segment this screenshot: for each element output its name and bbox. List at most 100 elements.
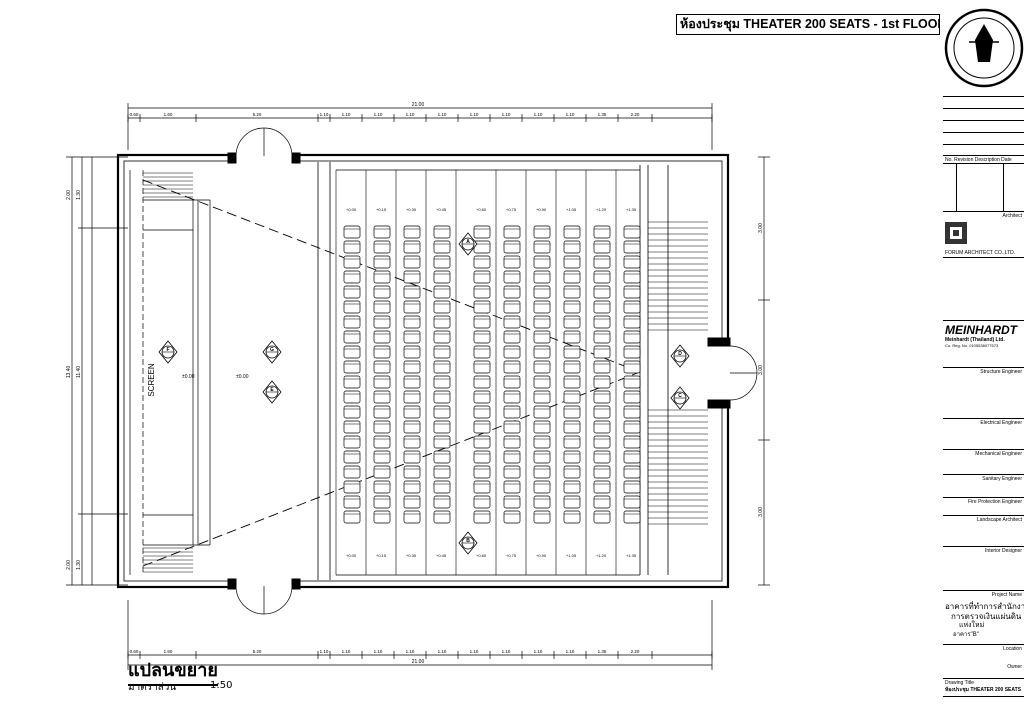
seat — [473, 420, 491, 434]
structural-firm-full: Meinhardt (Thailand) Ltd. — [945, 337, 1005, 343]
section-marker-a: A — [458, 232, 478, 256]
seat — [373, 435, 391, 449]
seat — [473, 495, 491, 509]
seat — [593, 510, 611, 524]
dim-label: 1.10 — [374, 649, 383, 654]
seat — [343, 285, 361, 299]
dim-label: 1.35 — [598, 649, 607, 654]
seat — [433, 300, 451, 314]
seat — [373, 225, 391, 239]
seat — [343, 495, 361, 509]
left-dim-mid: 11.40 — [76, 366, 82, 378]
dim-label: 2.20 — [631, 649, 640, 654]
title-block: No. Revision Description Date Architect … — [943, 0, 1024, 711]
svg-text:A: A — [466, 239, 470, 245]
seat — [403, 510, 421, 524]
architect-firm: FORUM ARCHITECT CO.,LTD. — [945, 250, 1016, 256]
seat — [373, 285, 391, 299]
seat — [373, 240, 391, 254]
seat — [373, 510, 391, 524]
section-marker-f: F — [158, 340, 178, 364]
project-name-2: การตรวจเงินแผ่นดิน — [951, 612, 1022, 621]
seat — [503, 330, 521, 344]
seat — [473, 435, 491, 449]
seat — [503, 510, 521, 524]
seat — [473, 510, 491, 524]
dim-label: 1.10 — [534, 112, 543, 117]
section-marker-g: G — [262, 340, 282, 364]
seat — [563, 495, 581, 509]
seat — [533, 375, 551, 389]
section-marker-c: C — [670, 386, 690, 410]
seat — [503, 285, 521, 299]
row-level: +1.20 — [596, 553, 607, 558]
seat — [593, 285, 611, 299]
seat — [503, 405, 521, 419]
seat — [373, 345, 391, 359]
revision-header: No. Revision Description Date — [945, 157, 1012, 163]
seat — [403, 480, 421, 494]
seat — [343, 270, 361, 284]
row-level: +1.05 — [566, 553, 577, 558]
right-dimensions — [758, 156, 770, 586]
row-level: +0.30 — [406, 207, 417, 212]
seat — [403, 300, 421, 314]
seat — [563, 315, 581, 329]
seat — [563, 300, 581, 314]
dim-label: 1.35 — [598, 112, 607, 117]
seat — [373, 330, 391, 344]
seat — [473, 315, 491, 329]
seat — [373, 480, 391, 494]
right-dim-1: 3.00 — [758, 223, 764, 233]
seat — [623, 255, 641, 269]
screen-label: SCREEN — [147, 363, 156, 397]
row-level: +0.30 — [406, 553, 417, 558]
seat — [433, 285, 451, 299]
seat — [533, 240, 551, 254]
dim-label: 1.10 — [566, 649, 575, 654]
stage-steps-bottom — [143, 547, 193, 573]
structural-label: Structure Engineer — [980, 369, 1022, 375]
seat — [593, 360, 611, 374]
seat — [433, 435, 451, 449]
landscape-label: Landscape Architect — [976, 517, 1022, 523]
project-label: Project Name — [991, 592, 1022, 598]
seat — [593, 270, 611, 284]
seat — [503, 360, 521, 374]
seat — [343, 300, 361, 314]
seat — [623, 300, 641, 314]
seat — [563, 450, 581, 464]
dim-label: 1.10 — [342, 649, 351, 654]
seat — [503, 375, 521, 389]
seat — [503, 315, 521, 329]
seat — [503, 450, 521, 464]
row-level: +0.60 — [476, 207, 487, 212]
seat — [503, 225, 521, 239]
seat — [533, 225, 551, 239]
seat — [373, 450, 391, 464]
row-level: +0.60 — [476, 553, 487, 558]
seat — [593, 330, 611, 344]
stage-steps-top — [143, 172, 193, 198]
seat — [533, 420, 551, 434]
owner-label: Owner — [1007, 664, 1022, 670]
dim-label: 1.10 — [566, 112, 575, 117]
seat — [403, 345, 421, 359]
seat — [403, 495, 421, 509]
seat — [373, 420, 391, 434]
seat — [473, 300, 491, 314]
seat — [623, 330, 641, 344]
seat — [433, 480, 451, 494]
svg-text:C: C — [678, 393, 682, 399]
seat — [593, 465, 611, 479]
seat — [533, 435, 551, 449]
floor-level-corridor: ±0.00 — [182, 374, 195, 380]
architect-logo — [945, 222, 967, 244]
seat — [433, 270, 451, 284]
section-marker-d: D — [670, 344, 690, 368]
row-level: +0.00 — [346, 553, 357, 558]
dim-label: 5.20 — [253, 649, 262, 654]
seat — [473, 360, 491, 374]
seat — [403, 465, 421, 479]
